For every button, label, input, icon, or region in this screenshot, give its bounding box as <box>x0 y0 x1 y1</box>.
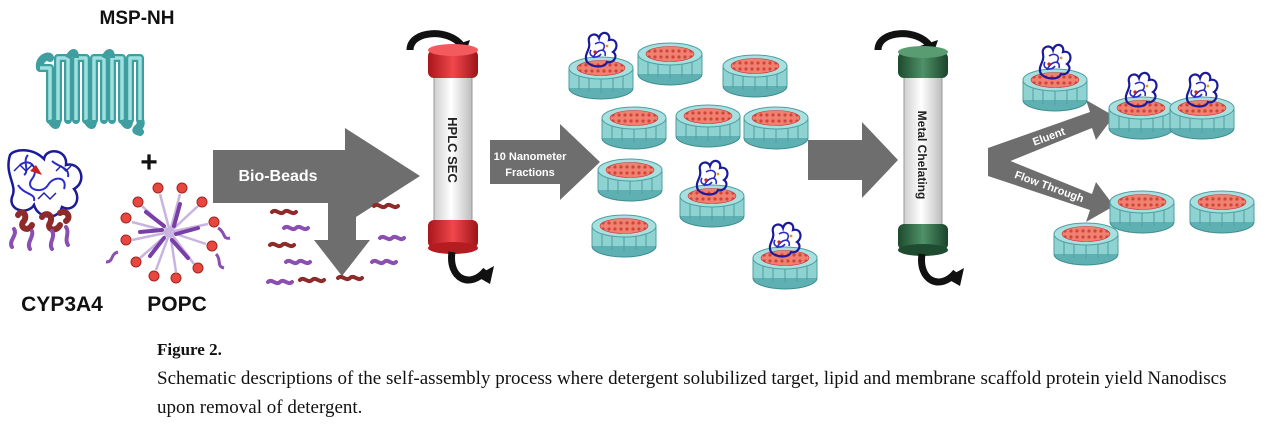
bio-beads-arrow: Bio-Beads <box>213 128 420 276</box>
caption-text: Schematic descriptions of the self-assem… <box>157 368 1227 418</box>
schematic-figure: MSP-NH CYP3A4 + POPC <box>7 8 1255 316</box>
fractions-label-line2: Fractions <box>505 167 555 179</box>
bio-beads-label: Bio-Beads <box>238 168 317 185</box>
popc-micelle-icon <box>105 182 231 284</box>
cyp3a4-protein-icon <box>7 149 83 251</box>
caption-title: Figure 2. <box>157 340 222 359</box>
metal-chelating-label: Metal Chelating <box>915 111 929 200</box>
msp-label: MSP-NH <box>100 8 175 29</box>
to-metal-chelating-arrow <box>808 122 898 198</box>
hplc-sec-label: HPLC SEC <box>445 117 460 183</box>
nanodisc-fractions <box>568 31 818 290</box>
figure-caption: Figure 2. Schematic descriptions of the … <box>157 340 1247 422</box>
metal-chelating-column: Metal Chelating <box>874 30 964 286</box>
popc-label: POPC <box>147 293 207 316</box>
cyp3a4-label: CYP3A4 <box>21 293 103 316</box>
split-arrows: Eluent Flow Through <box>988 100 1114 222</box>
plus-sign: + <box>140 146 158 179</box>
msp-scaffold-protein <box>35 49 145 136</box>
hplc-sec-column: HPLC SEC <box>406 30 494 284</box>
fractions-arrow: 10 Nanometer Fractions <box>490 124 600 200</box>
fractions-label-line1: 10 Nanometer <box>494 151 567 163</box>
